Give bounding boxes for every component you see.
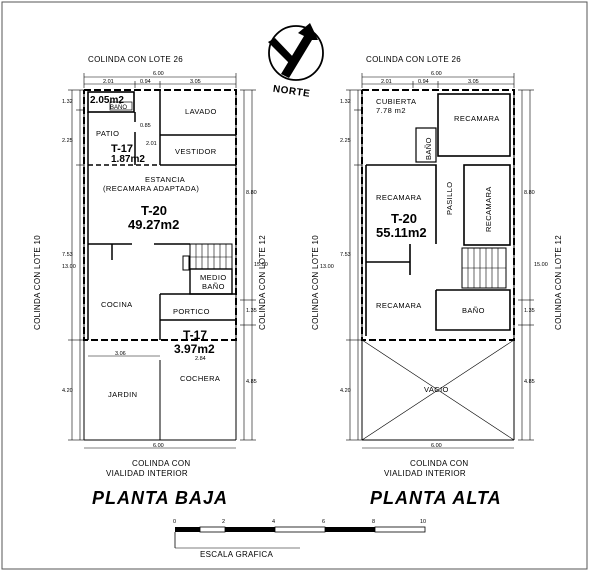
baja-dim-left-b: 2.25 xyxy=(62,138,73,144)
baja-patio-area: 1.87m2 xyxy=(111,154,145,165)
alta-pasillo-label: PASILLO xyxy=(445,181,454,215)
alta-dim-right-c: 4.85 xyxy=(524,379,535,385)
alta-dim-left-c: 7.53 xyxy=(340,252,351,258)
alta-vacio-label: VACIO xyxy=(424,385,449,394)
baja-dim-right-a: 8.80 xyxy=(246,190,257,196)
scale-tick-8: 8 xyxy=(372,519,375,525)
baja-dim-right-b: 1.35 xyxy=(246,308,257,314)
alta-cubierta-area: 7.78 m2 xyxy=(376,106,406,115)
north-arrow-circle xyxy=(268,25,324,81)
alta-dim-top-b: 0.94 xyxy=(418,79,429,85)
baja-dim-top-c: 3.05 xyxy=(190,79,201,85)
alta-bano-vertical: BAÑO xyxy=(424,137,433,160)
baja-main-area: 49.27m2 xyxy=(128,217,179,232)
baja-dim-bottom-b: 2.84 xyxy=(195,356,206,362)
alta-top-neighbor: COLINDA CON LOTE 26 xyxy=(366,55,461,64)
baja-dim-bottom-total: 6.00 xyxy=(153,443,164,449)
alta-bano-label: BAÑO xyxy=(462,306,485,315)
baja-bano-area: 2.05m2 xyxy=(90,95,124,106)
baja-cochera-label: COCHERA xyxy=(180,374,220,383)
scale-label: ESCALA GRAFICA xyxy=(200,550,273,559)
baja-dim-bottom-a: 3.06 xyxy=(115,351,126,357)
baja-house-outline xyxy=(83,89,237,341)
baja-bottom-neighbor-1: COLINDA CON xyxy=(132,459,190,468)
alta-dim-left-d: 4.20 xyxy=(340,388,351,394)
alta-cubierta-label: CUBIERTA xyxy=(376,97,416,106)
scale-tick-6: 6 xyxy=(322,519,325,525)
baja-patio-id: T-17 xyxy=(111,143,133,155)
baja-dim-left-d: 4.20 xyxy=(62,388,73,394)
baja-top-neighbor: COLINDA CON LOTE 26 xyxy=(88,55,183,64)
baja-cocina-label: COCINA xyxy=(101,300,133,309)
baja-dim-left-a: 1.32 xyxy=(62,99,73,105)
baja-dim-inner-b: 2.01 xyxy=(146,141,157,147)
alta-dim-left-a: 1.32 xyxy=(340,99,351,105)
baja-bano-label: BAÑO xyxy=(110,104,127,111)
alta-vacio-cross-2 xyxy=(361,339,515,441)
alta-dim-top-a: 2.01 xyxy=(381,79,392,85)
baja-dim-right-c: 4.85 xyxy=(246,379,257,385)
baja-title: PLANTA BAJA xyxy=(92,488,228,508)
alta-dim-right-a: 8.80 xyxy=(524,190,535,196)
alta-left-neighbor: COLINDA CON LOTE 10 xyxy=(311,235,320,330)
north-arrow-wing xyxy=(268,38,296,64)
baja-dim-top-total: 6.00 xyxy=(153,71,164,77)
baja-medio-bano-2: BAÑO xyxy=(202,282,225,291)
baja-portico-id: T-17 xyxy=(183,328,207,342)
alta-bottom-neighbor-1: COLINDA CON xyxy=(410,459,468,468)
scale-tick-4: 4 xyxy=(272,519,275,525)
baja-dim-left-c: 7.53 xyxy=(62,252,73,258)
alta-right-neighbor: COLINDA CON LOTE 12 xyxy=(554,235,563,330)
planta-alta: COLINDA CON LOTE 26 6.00 2.01 0.94 3.05 … xyxy=(311,55,563,508)
scale-tick-10: 10 xyxy=(420,519,426,525)
baja-stairs xyxy=(190,244,232,269)
alta-title: PLANTA ALTA xyxy=(370,488,502,508)
alta-dim-bottom-total: 6.00 xyxy=(431,443,442,449)
baja-lavado-label: LAVADO xyxy=(185,107,217,116)
baja-estancia-label: ESTANCIA xyxy=(145,175,185,184)
baja-portico-area: 3.97m2 xyxy=(174,342,215,356)
baja-bottom-neighbor-2: VIALIDAD INTERIOR xyxy=(106,469,188,478)
baja-estancia-sub: (RECAMARA ADAPTADA) xyxy=(103,184,199,193)
baja-bath-box xyxy=(87,91,135,113)
baja-vestidor-label: VESTIDOR xyxy=(175,147,217,156)
baja-dim-right-total: 15.00 xyxy=(254,262,268,268)
alta-dim-left-total: 13.00 xyxy=(320,264,334,270)
baja-main-id: T-20 xyxy=(141,203,167,218)
alta-main-area: 55.11m2 xyxy=(376,225,427,240)
baja-dim-inner-a: 0.85 xyxy=(140,123,151,129)
baja-dim-top-a: 2.01 xyxy=(103,79,114,85)
baja-medio-bano-1: MEDIO xyxy=(200,273,227,282)
alta-dim-left-b: 2.25 xyxy=(340,138,351,144)
scale-tick-2: 2 xyxy=(222,519,225,525)
baja-dim-left-total: 13.00 xyxy=(62,264,76,270)
alta-recamara-2: RECAMARA xyxy=(376,193,422,202)
alta-recamara-1: RECAMARA xyxy=(454,114,500,123)
alta-dim-top-total: 6.00 xyxy=(431,71,442,77)
alta-recamara-3: RECAMARA xyxy=(484,186,493,232)
baja-jardin-label: JARDIN xyxy=(108,390,138,399)
graphic-scale: 0 2 4 6 8 10 ESCALA GRAFICA xyxy=(173,519,426,559)
north-arrow-shaft xyxy=(281,23,318,78)
north-label: NORTE xyxy=(272,84,311,100)
planta-baja: COLINDA CON LOTE 26 6.00 2.01 0.94 3.05 … xyxy=(33,55,268,508)
baja-left-neighbor: COLINDA CON LOTE 10 xyxy=(33,235,42,330)
baja-right-neighbor: COLINDA CON LOTE 12 xyxy=(258,235,267,330)
alta-bottom-neighbor-2: VIALIDAD INTERIOR xyxy=(384,469,466,478)
alta-dim-right-b: 1.35 xyxy=(524,308,535,314)
baja-dim-top-b: 0.94 xyxy=(140,79,151,85)
north-arrow: NORTE xyxy=(268,23,324,100)
scale-tick-0: 0 xyxy=(173,519,176,525)
alta-main-id: T-20 xyxy=(391,211,417,226)
alta-dim-right-total: 15.00 xyxy=(534,262,548,268)
alta-dim-top-c: 3.05 xyxy=(468,79,479,85)
alta-recamara-4: RECAMARA xyxy=(376,301,422,310)
alta-stairs xyxy=(462,248,506,288)
baja-portico-label: PORTICO xyxy=(173,307,210,316)
baja-patio-label: PATIO xyxy=(96,129,119,138)
